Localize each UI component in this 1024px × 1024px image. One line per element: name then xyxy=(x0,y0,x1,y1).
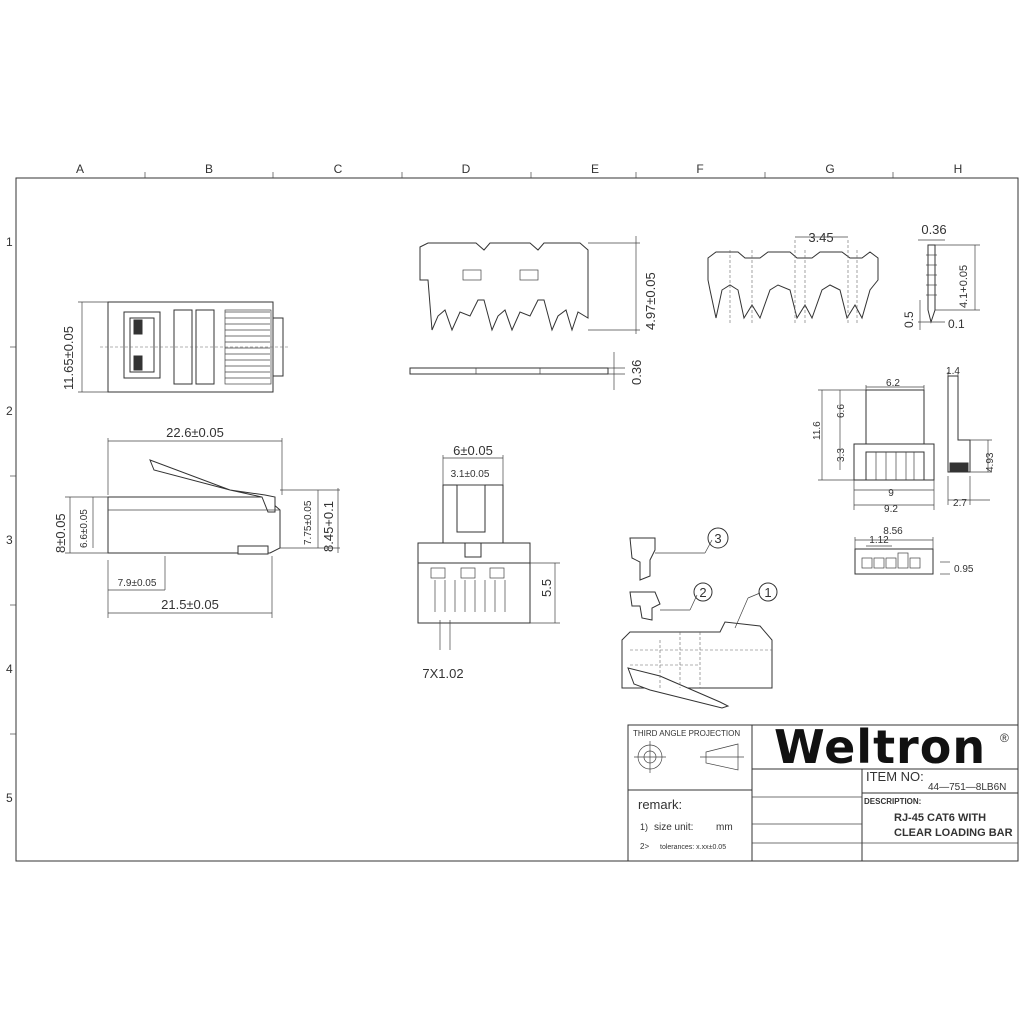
callout-1: 1 xyxy=(758,582,778,602)
callout-3: 3 xyxy=(707,527,729,549)
dim-pin-a: 0.5 xyxy=(902,311,916,328)
drawing-border xyxy=(15,177,1019,862)
title-block xyxy=(627,724,1019,862)
dim-lb-w5: 8.56 xyxy=(883,526,903,537)
row-ticks xyxy=(10,346,16,735)
remark-label: remark: xyxy=(638,797,682,812)
dim-lb-w3: 9.2 xyxy=(884,504,898,515)
dim-lb-w6: 1.12 xyxy=(869,535,889,546)
dim-lb-h2: 11.6 xyxy=(812,421,823,440)
dim-side-h4: 8.45+0.1 xyxy=(321,501,336,552)
dim-front-h: 5.5 xyxy=(539,579,554,597)
dim-bar-h: 4.97±0.05 xyxy=(643,272,658,330)
col-label-d: D xyxy=(462,162,471,176)
row-label-1: 1 xyxy=(6,235,13,249)
remark-1-number: 1) xyxy=(640,822,648,832)
col-label-f: F xyxy=(696,162,703,176)
dim-lb-w1: 6.2 xyxy=(886,378,900,389)
col-label-h: H xyxy=(954,162,963,176)
dim-bar2-w: 3.45 xyxy=(808,230,833,245)
callout-2: 2 xyxy=(693,582,713,602)
dim-bar-t: 0.36 xyxy=(629,360,644,385)
dim-pin-b: 0.1 xyxy=(948,317,965,331)
load-bar-view xyxy=(409,236,640,390)
connector-front-view xyxy=(417,455,560,650)
dim-height-left: 11.65±0.05 xyxy=(61,326,76,390)
callout-2-label: 2 xyxy=(699,585,706,600)
dim-pin-t: 0.36 xyxy=(921,222,946,237)
column-labels: A B C D E F G H xyxy=(76,162,962,176)
brand-logo: Weltron xyxy=(774,720,986,774)
row-label-5: 5 xyxy=(6,791,13,805)
description-label: DESCRIPTION: xyxy=(864,797,921,806)
dim-side-b1: 7.9±0.05 xyxy=(118,578,157,589)
dim-front-w1: 6±0.05 xyxy=(453,443,493,458)
dim-lb-h3: 3.3 xyxy=(836,448,847,462)
dim-lb-h1: 6.6 xyxy=(836,404,847,418)
dim-lb-h4: 4.93 xyxy=(985,452,996,472)
description-line-2: CLEAR LOADING BAR xyxy=(894,827,1013,839)
dim-top-width: 22.6±0.05 xyxy=(166,425,224,440)
remark-1-value: mm xyxy=(716,822,733,833)
dim-front-w2: 3.1±0.05 xyxy=(451,469,490,480)
pin-side-view xyxy=(918,239,980,330)
col-label-e: E xyxy=(591,162,599,176)
description-line-1: RJ-45 CAT6 WITH xyxy=(894,812,986,824)
remark-2-text: tolerances: x.xx±0.05 xyxy=(660,844,726,851)
loading-bar-detail-view xyxy=(818,372,992,510)
dim-pitch: 7X1.02 xyxy=(422,666,463,681)
callout-3-label: 3 xyxy=(714,531,721,546)
dim-lb-t2: 0.95 xyxy=(954,564,974,575)
item-number: 44—751—8LB6N xyxy=(928,782,1006,793)
dim-side-h3: 7.75±0.05 xyxy=(303,500,314,545)
dim-pin-h: 4.1+0.05 xyxy=(958,265,970,308)
connector-top-view xyxy=(78,301,290,393)
col-label-c: C xyxy=(334,162,343,176)
load-bar-top-view xyxy=(707,236,879,325)
dim-lb-w4: 2.7 xyxy=(953,498,967,509)
dim-lb-t: 1.4 xyxy=(946,366,960,377)
dim-side-h2: 6.6±0.05 xyxy=(79,509,90,548)
remark-2-number: 2> xyxy=(640,842,649,851)
row-label-2: 2 xyxy=(6,404,13,418)
row-label-4: 4 xyxy=(6,662,13,676)
col-label-a: A xyxy=(76,162,84,176)
row-label-3: 3 xyxy=(6,533,13,547)
loading-bar-bottom-view xyxy=(854,537,950,575)
dim-lb-w2: 9 xyxy=(888,488,894,499)
assembly-view xyxy=(621,537,773,709)
registered-mark: ® xyxy=(1000,731,1009,745)
dim-side-h1: 8±0.05 xyxy=(53,513,68,553)
column-ticks xyxy=(144,172,894,178)
col-label-b: B xyxy=(205,162,213,176)
dim-side-b2: 21.5±0.05 xyxy=(161,597,219,612)
col-label-g: G xyxy=(825,162,834,176)
row-labels: 1 2 3 4 5 xyxy=(6,235,13,805)
projection-label: THIRD ANGLE PROJECTION xyxy=(633,729,740,738)
connector-side-view xyxy=(65,438,340,618)
callout-1-label: 1 xyxy=(764,585,771,600)
remark-1-text: size unit: xyxy=(654,822,693,833)
item-label: ITEM NO: xyxy=(866,769,924,784)
